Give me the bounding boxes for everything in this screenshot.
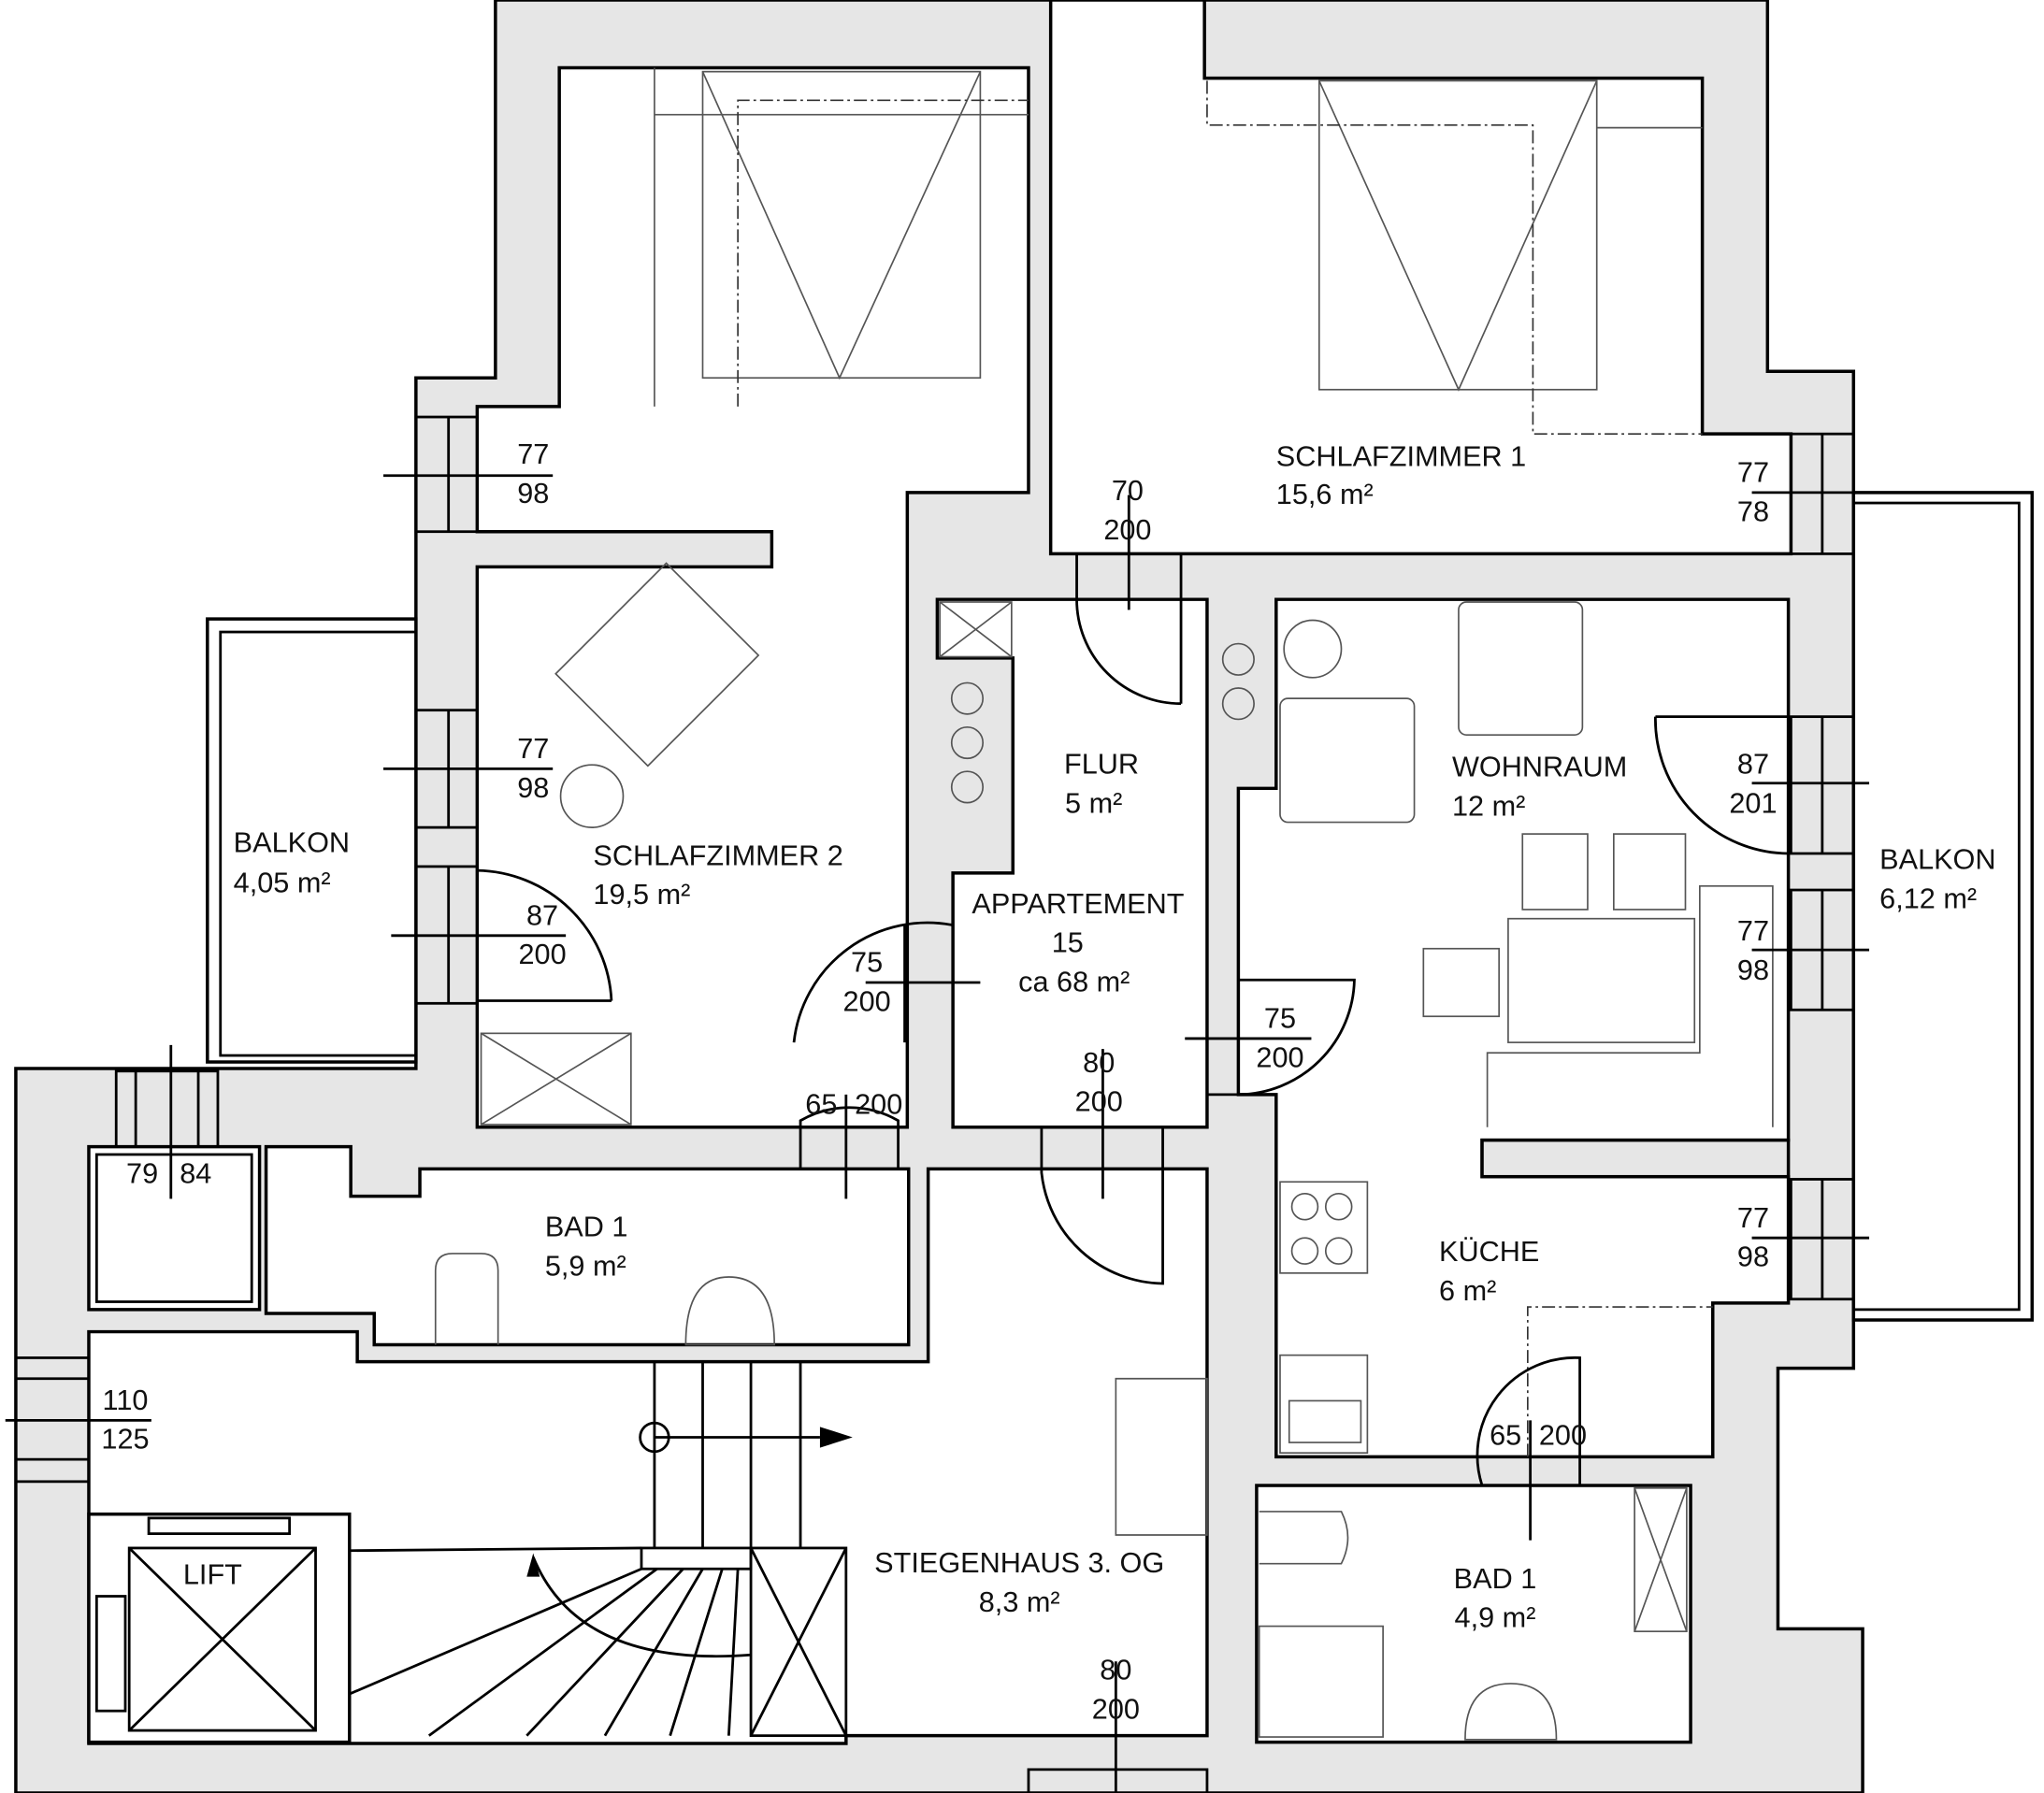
room-area-sz2: 19,5 m²	[593, 879, 690, 911]
dim-height: 200	[518, 939, 566, 970]
room-area-kueche: 6 m²	[1439, 1275, 1496, 1307]
wardrobe-outline-sz2	[737, 99, 1029, 407]
doors	[477, 553, 1789, 1793]
room-area-bad1-upper: 5,9 m²	[545, 1250, 626, 1282]
lift-cross	[128, 1546, 317, 1732]
stair-arrow-icon	[819, 1427, 853, 1448]
stair-up-arrow-icon	[526, 1553, 540, 1577]
dim-width: 87	[526, 899, 558, 931]
room-area-stiegenhaus: 8,3 m²	[979, 1586, 1060, 1618]
room-bad-1-lower	[1255, 1484, 1692, 1744]
lift-counterweight	[94, 1595, 127, 1713]
furniture	[434, 562, 1774, 1741]
dim-height: 125	[101, 1424, 149, 1456]
dim-height: 78	[1737, 495, 1769, 527]
bed-schlafzimmer-1	[1317, 79, 1703, 392]
dim-height: 98	[517, 772, 549, 804]
dim-height: 98	[1737, 954, 1769, 986]
lift-door	[147, 1516, 292, 1536]
dim-height: 98	[1737, 1241, 1769, 1273]
room-area-sz1: 15,6 m²	[1276, 479, 1374, 510]
room-label-bad1-lower: BAD 1	[1454, 1563, 1537, 1595]
dim-width: 70	[1112, 475, 1144, 507]
wardrobe-outline-sz1	[1206, 80, 1703, 436]
room-label-sz2: SCHLAFZIMMER 2	[593, 839, 842, 871]
dim-width: 77	[1737, 915, 1769, 947]
room-stiegenhaus	[87, 1167, 1209, 1745]
apartment-label: APPARTEMENT	[972, 888, 1184, 920]
room-area-wohnraum: 12 m²	[1452, 790, 1525, 822]
room-label-sz1: SCHLAFZIMMER 1	[1276, 441, 1526, 473]
dimension-ticks	[5, 474, 1882, 1793]
dim-height: 201	[1729, 788, 1777, 820]
dim-height: 200	[1539, 1420, 1587, 1452]
dim-height: 200	[1103, 514, 1151, 546]
dim-width: 77	[1737, 456, 1769, 488]
staircase	[349, 1361, 848, 1738]
kitchen-outline	[1526, 1306, 1713, 1457]
balcony-left	[206, 617, 418, 1064]
dim-height: 84	[180, 1157, 211, 1189]
dim-width: 75	[851, 947, 883, 979]
dim-width: 65	[1490, 1420, 1521, 1452]
shaft-upper-left-inner	[94, 1153, 253, 1303]
dim-height: 200	[1075, 1086, 1123, 1118]
room-wohnraum-kueche	[1236, 597, 1791, 1459]
shaft-upper-left	[87, 1144, 262, 1312]
room-bad-1-upper	[264, 1144, 911, 1347]
room-label-kueche: KÜCHE	[1439, 1236, 1539, 1268]
room-flur	[935, 597, 1209, 1129]
dim-width: 79	[126, 1157, 158, 1189]
room-label-balkon-left: BALKON	[234, 826, 350, 858]
wohnraum-divider	[1480, 1138, 1791, 1179]
dim-width: 80	[1083, 1047, 1115, 1079]
dim-height: 98	[517, 478, 549, 509]
room-label-stiegenhaus: STIEGENHAUS 3. OG	[874, 1547, 1164, 1579]
bed-schlafzimmer-2	[654, 67, 1029, 407]
room-area-flur: 5 m²	[1065, 788, 1122, 820]
room-schlafzimmer-2	[475, 65, 1030, 1129]
dim-width: 80	[1100, 1654, 1131, 1685]
room-area-balkon-right: 6,12 m²	[1879, 882, 1977, 914]
dim-width: 77	[517, 438, 549, 470]
room-label-bad1-upper: BAD 1	[545, 1212, 628, 1243]
room-area-balkon-left: 4,05 m²	[234, 868, 331, 899]
dim-height: 200	[855, 1089, 902, 1121]
room-label-wohnraum: WOHNRAUM	[1452, 751, 1627, 782]
balcony-right	[1851, 491, 2035, 1322]
balcony-left-inner	[219, 630, 418, 1057]
lift-cabin	[127, 1546, 317, 1732]
dim-width: 110	[103, 1384, 149, 1416]
apartment-number: 15	[1052, 927, 1084, 959]
dim-width: 65	[805, 1089, 837, 1121]
room-label-flur: FLUR	[1064, 749, 1139, 781]
dim-width: 87	[1737, 749, 1769, 781]
apartment-area: ca 68 m²	[1018, 966, 1130, 997]
room-area-bad1-lower: 4,9 m²	[1455, 1602, 1536, 1634]
dim-width: 77	[1737, 1202, 1769, 1234]
dim-height: 200	[1092, 1693, 1140, 1725]
dim-width: 77	[517, 733, 549, 765]
lift-label: LIFT	[183, 1559, 242, 1591]
dim-height: 200	[1256, 1041, 1303, 1073]
dim-width: 75	[1264, 1003, 1296, 1035]
dim-height: 200	[843, 985, 891, 1017]
room-label-balkon-right: BALKON	[1879, 843, 1995, 875]
